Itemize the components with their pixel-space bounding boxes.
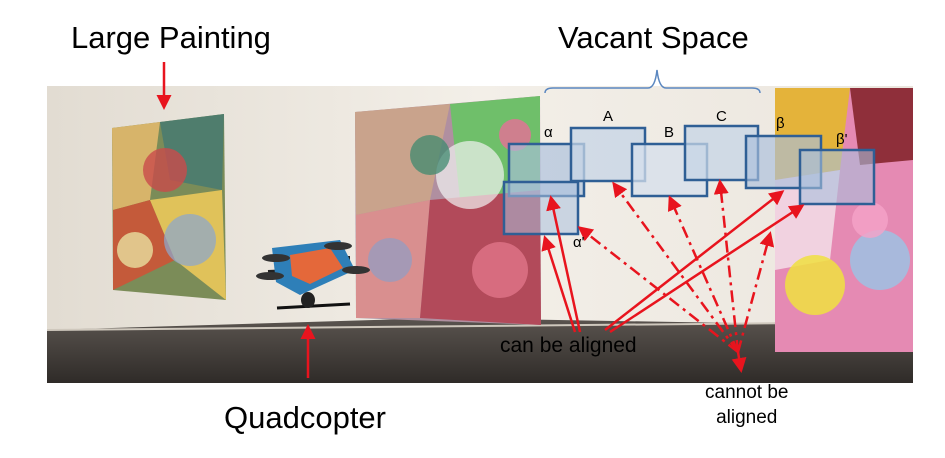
cannot-label-line2: aligned [716,407,778,428]
quadcopter-icon [256,240,370,310]
box-alpha-prime [502,180,580,236]
box-alpha-label: α [544,124,553,141]
box-a-label: A [603,108,614,125]
box-beta-prime [798,148,876,206]
box-alpha-prime-label: α' [573,234,585,251]
gallery-floor [47,318,913,383]
cannot-be-aligned-label: cannot be aligned [705,380,788,430]
candidate-boxes [502,124,876,236]
box-beta-label: β [776,115,785,132]
vacant-space-label: Vacant Space [558,20,749,55]
box-b-label: B [664,124,675,141]
can-be-aligned-arrows [541,190,805,334]
can-be-aligned-label: can be aligned [500,334,637,357]
painting-center [355,96,541,325]
large-painting-label: Large Painting [71,20,271,55]
box-c-label: C [716,108,727,125]
box-beta-prime-label: β' [836,131,848,148]
vacant-space-bracket [544,69,761,94]
cannot-label-line1: cannot be [705,382,789,403]
cannot-be-aligned-arrows [577,179,775,373]
painting-left [112,114,226,300]
painting-right [775,88,913,352]
quadcopter-label: Quadcopter [224,400,386,435]
